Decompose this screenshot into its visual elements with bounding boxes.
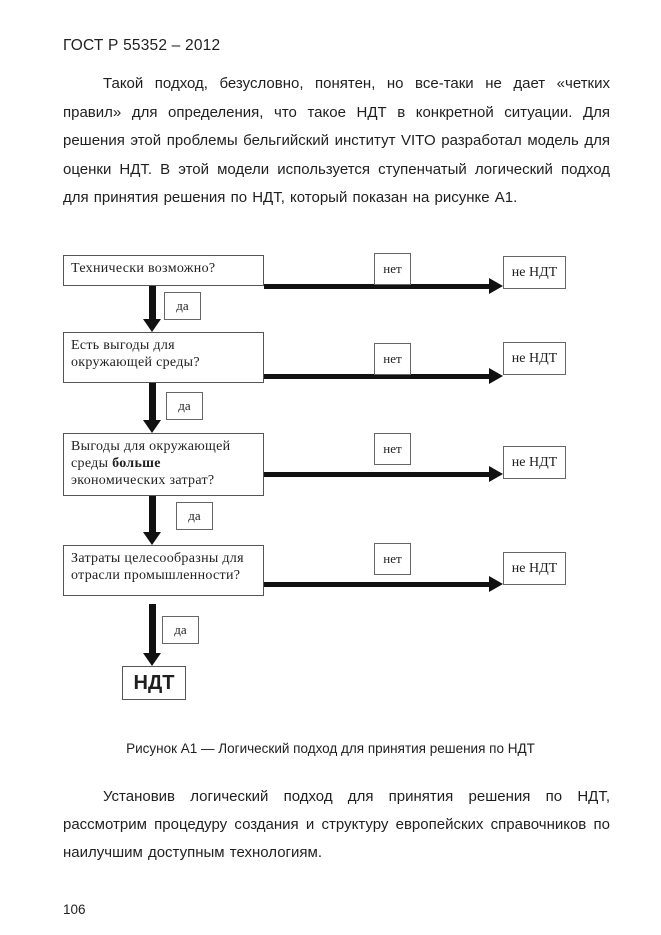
no-label-box-3: нет: [374, 433, 411, 465]
arrow-right-head-4: [489, 576, 503, 592]
question-text: Есть выгоды для окружающей среды?: [71, 338, 200, 370]
arrow-down-head-1: [143, 319, 161, 332]
arrow-down-head-2: [143, 420, 161, 433]
arrow-down-head-3: [143, 532, 161, 545]
no-label-box-4: нет: [374, 543, 411, 575]
not-bat-box-3: не НДТ: [503, 446, 566, 479]
intro-paragraph: Такой подход, безусловно, понятен, но вс…: [63, 75, 610, 206]
no-label-box-2: нет: [374, 343, 411, 375]
not-bat-box-1: не НДТ: [503, 256, 566, 289]
question-text-bold: больше: [112, 456, 161, 471]
arrow-down-shaft-3: [149, 496, 156, 532]
not-bat-box-2: не НДТ: [503, 342, 566, 375]
yes-label-box-1: да: [164, 292, 201, 320]
yes-label-box-2: да: [166, 392, 203, 420]
yes-label-box-3: да: [176, 502, 213, 530]
arrow-down-shaft-1: [149, 286, 156, 320]
bat-result-box: НДТ: [122, 666, 186, 700]
arrow-right-head-2: [489, 368, 503, 384]
arrow-right-head-3: [489, 466, 503, 482]
arrow-down-shaft-2: [149, 383, 156, 420]
question-box-4: Затраты целесообразны для отрасли промыш…: [63, 545, 264, 596]
question-text: экономических затрат?: [71, 473, 215, 488]
arrow-right-shaft-3: [264, 472, 489, 477]
arrow-right-shaft-2: [264, 374, 489, 379]
question-box-2: Есть выгоды для окружающей среды?: [63, 332, 264, 383]
figure-caption: Рисунок А1 — Логический подход для приня…: [126, 741, 535, 756]
yes-label-box-4: да: [162, 616, 199, 644]
question-box-1: Технически возможно?: [63, 255, 264, 286]
no-label-box-1: нет: [374, 253, 411, 285]
arrow-right-shaft-4: [264, 582, 489, 587]
arrow-right-head-1: [489, 278, 503, 294]
closing-paragraph: Установив логический подход для принятия…: [63, 788, 610, 861]
arrow-right-shaft-1: [264, 284, 489, 289]
arrow-down-head-4: [143, 653, 161, 666]
not-bat-box-4: не НДТ: [503, 552, 566, 585]
arrow-down-shaft-4: [149, 604, 156, 653]
question-text: Выгоды для окружающей среды: [71, 439, 231, 471]
question-text: Технически возможно?: [71, 261, 216, 276]
question-box-3: Выгоды для окружающей среды больше эконо…: [63, 433, 264, 496]
question-text: Затраты целесообразны для отрасли промыш…: [71, 551, 244, 583]
page-number: 106: [63, 902, 86, 917]
document-header: ГОСТ Р 55352 – 2012: [63, 37, 221, 54]
